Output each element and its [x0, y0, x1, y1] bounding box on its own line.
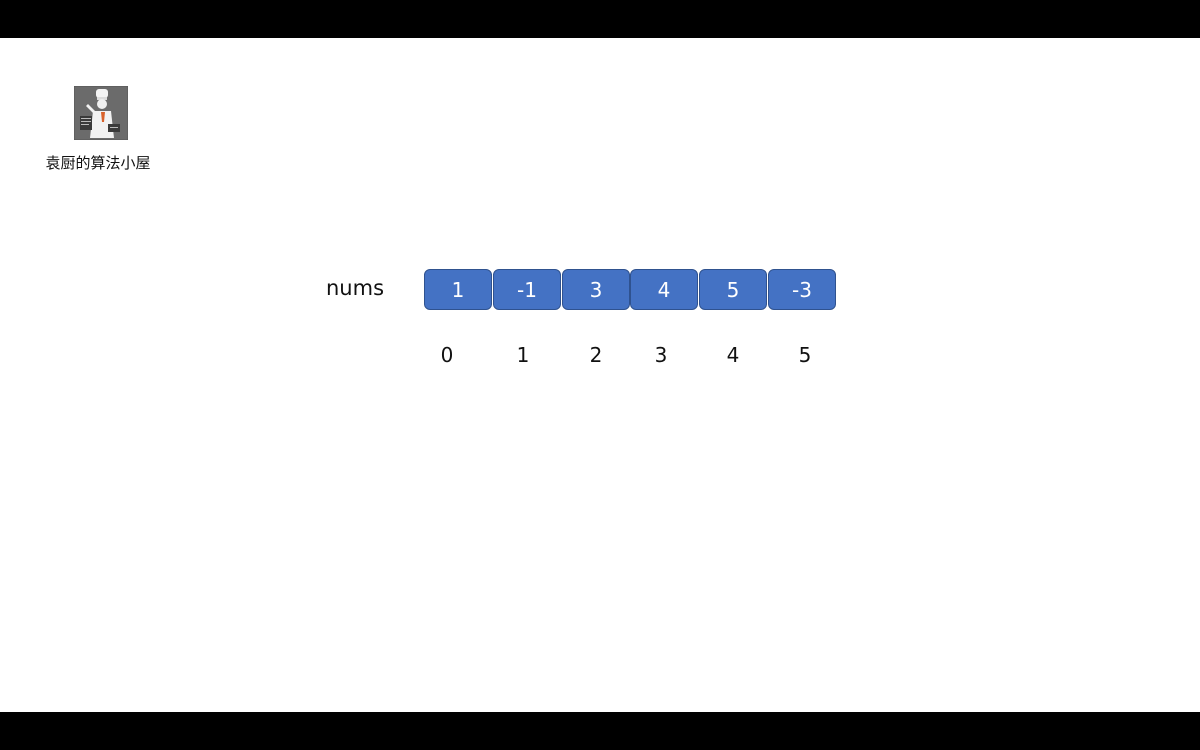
array-cell-5: -3 — [768, 269, 836, 310]
array-index-0: 0 — [440, 343, 454, 367]
array-cell-4: 5 — [699, 269, 767, 310]
array-cell-3: 4 — [630, 269, 698, 310]
array-indices: 0 1 2 3 4 5 — [424, 343, 844, 373]
array-cell-2: 3 — [562, 269, 630, 310]
array-cell-1: -1 — [493, 269, 561, 310]
array-index-5: 5 — [798, 343, 812, 367]
array-index-3: 3 — [654, 343, 668, 367]
array-index-2: 2 — [589, 343, 603, 367]
array-index-4: 4 — [726, 343, 740, 367]
chef-avatar-icon — [74, 86, 128, 140]
array-label: nums — [326, 276, 385, 300]
array-index-1: 1 — [516, 343, 530, 367]
slide-canvas: 袁厨的算法小屋 nums 1 -1 3 4 5 -3 0 1 2 3 4 5 — [0, 38, 1200, 712]
array-cell-0: 1 — [424, 269, 492, 310]
brand-name: 袁厨的算法小屋 — [45, 154, 151, 172]
